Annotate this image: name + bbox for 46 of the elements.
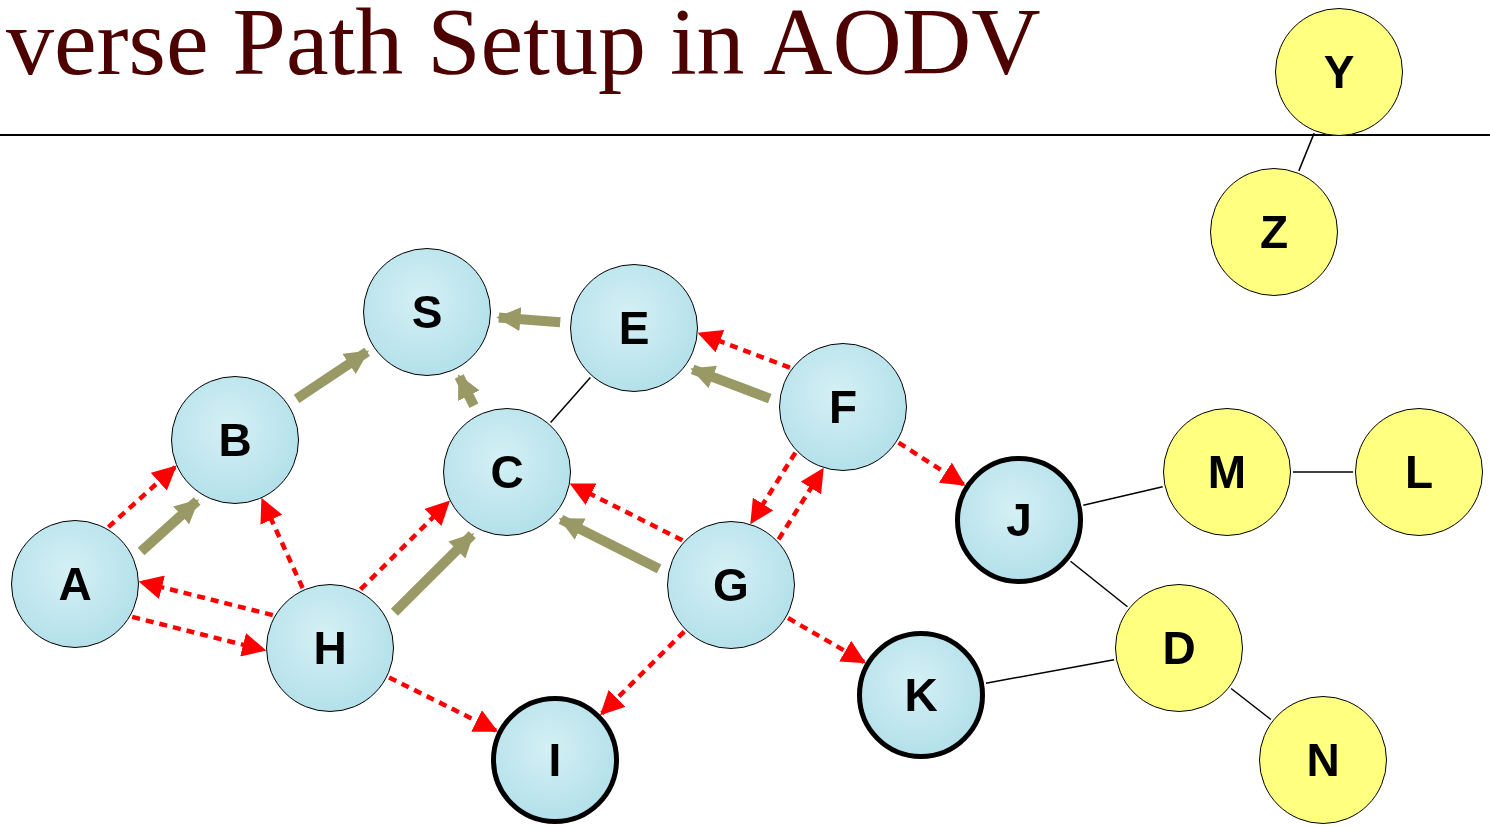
arrow xyxy=(600,629,686,716)
arrow xyxy=(137,497,201,556)
connector-line xyxy=(1298,132,1315,172)
arrow xyxy=(697,330,791,370)
connector-line xyxy=(1069,560,1129,608)
node-label: M xyxy=(1207,445,1247,499)
arrow xyxy=(388,675,499,733)
connector-line xyxy=(1292,471,1354,473)
node-label: A xyxy=(58,557,92,611)
connector-line xyxy=(1082,486,1164,506)
arrow xyxy=(496,307,561,332)
node-label: L xyxy=(1404,445,1434,499)
arrow xyxy=(106,465,177,529)
arrow xyxy=(390,531,476,616)
title: verse Path Setup in AODV xyxy=(6,0,1041,97)
node-label: F xyxy=(828,380,858,434)
arrow xyxy=(558,514,662,574)
arrow xyxy=(749,451,798,525)
arrow xyxy=(569,482,684,543)
node-label: H xyxy=(313,621,347,675)
node-label: E xyxy=(618,301,650,355)
arrow xyxy=(138,575,274,618)
node-label: B xyxy=(218,413,252,467)
arrow xyxy=(787,616,866,664)
node-label: I xyxy=(548,733,562,787)
node-label: C xyxy=(490,445,524,499)
arrow xyxy=(260,497,305,589)
node-label: D xyxy=(1162,621,1196,675)
node-label: Z xyxy=(1259,205,1289,259)
connector-line xyxy=(549,376,592,424)
arrow xyxy=(690,364,772,404)
arrow xyxy=(358,500,450,592)
node-label: K xyxy=(904,668,938,722)
node-label: N xyxy=(1306,733,1340,787)
arrow xyxy=(776,467,825,541)
network-node xyxy=(443,408,571,536)
connector-line xyxy=(1230,687,1272,721)
arrow xyxy=(293,347,370,404)
node-label: J xyxy=(1006,493,1032,547)
node-label: Y xyxy=(1323,45,1355,99)
arrow xyxy=(897,440,966,487)
connector-line xyxy=(985,659,1115,684)
node-label: S xyxy=(411,285,443,339)
arrow xyxy=(454,374,480,409)
node-label: G xyxy=(713,558,749,612)
arrow xyxy=(131,614,267,657)
